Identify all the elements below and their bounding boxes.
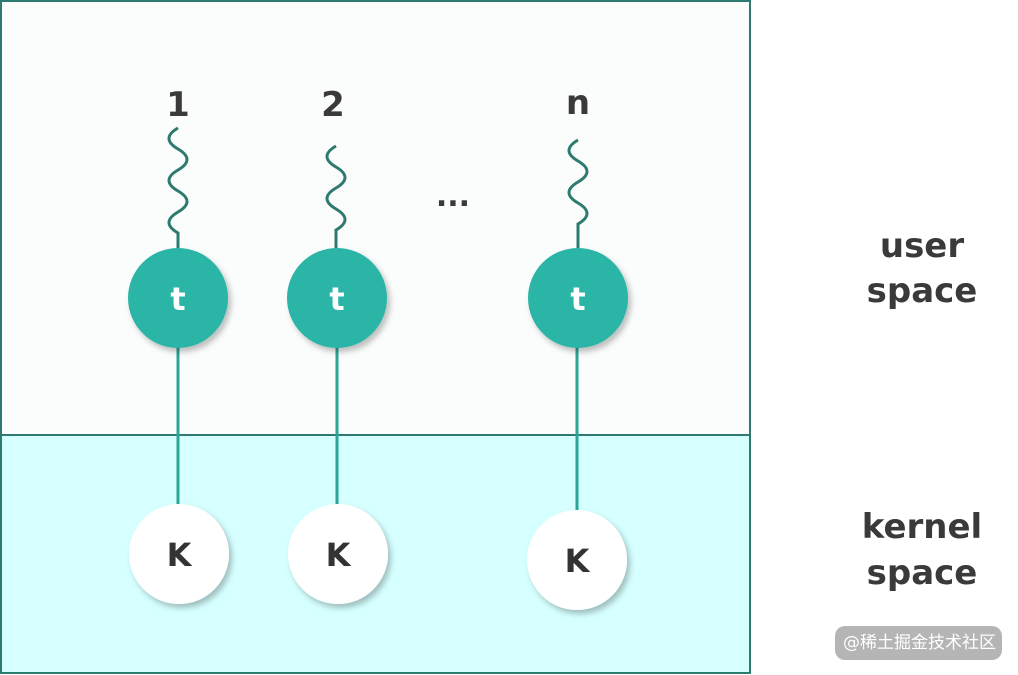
ellipsis-label: ... [436, 179, 470, 214]
user-thread-node [528, 248, 628, 348]
thread-column: n t K [527, 83, 628, 610]
thread-column: 2 t K [287, 85, 388, 604]
thread-column: 1 t K [128, 85, 229, 604]
kernel-space-label-line1: kernel [862, 507, 982, 547]
user-space-label: user space [867, 226, 978, 311]
kernel-space-label: kernel space [862, 507, 982, 593]
kernel-space-label-line2: space [867, 553, 978, 593]
watermark-text: @稀土掘金技术社区 [843, 633, 996, 653]
kernel-thread-node [288, 504, 388, 604]
user-thread-label: t [329, 280, 344, 318]
kernel-thread-node [527, 510, 627, 610]
kernel-thread-label: K [565, 542, 591, 580]
thread-index-label: 2 [321, 85, 345, 125]
kernel-thread-label: K [326, 536, 352, 574]
user-thread-node [128, 248, 228, 348]
thread-index-label: 1 [166, 85, 190, 125]
user-space-label-line1: user [880, 226, 965, 266]
thread-index-label: n [566, 83, 590, 123]
user-space-label-line2: space [867, 271, 978, 311]
kernel-thread-node [129, 504, 229, 604]
user-thread-label: t [170, 280, 185, 318]
thread-wave [567, 138, 589, 248]
user-thread-node [287, 248, 387, 348]
watermark-badge: @稀土掘金技术社区 [835, 626, 1002, 660]
kernel-thread-label: K [167, 536, 193, 574]
user-space-region [0, 0, 751, 436]
thread-wave [167, 126, 189, 253]
user-thread-label: t [570, 280, 585, 318]
thread-wave [325, 144, 347, 250]
